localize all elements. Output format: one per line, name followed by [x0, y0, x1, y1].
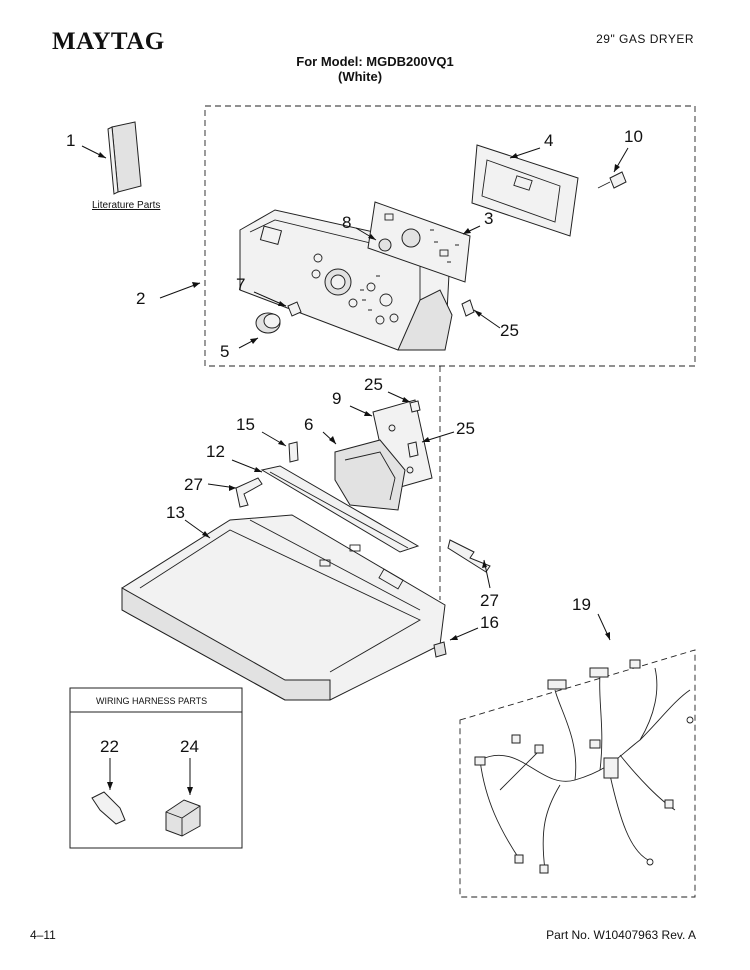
callout-10: 10 — [624, 127, 643, 146]
brand-logo: MAYTAG — [52, 28, 165, 55]
callout-25-upper: 25 — [364, 375, 383, 394]
callout-3: 3 — [484, 209, 493, 228]
callout-25-lower: 25 — [456, 419, 475, 438]
model-color: (White) — [338, 69, 383, 84]
callout-16: 16 — [480, 613, 499, 632]
screw-15 — [288, 441, 299, 463]
screw-10 — [597, 171, 627, 189]
screw-25-console — [461, 299, 475, 317]
callout-5: 5 — [220, 342, 229, 361]
control-board — [367, 201, 471, 283]
pad-27-right — [447, 539, 491, 573]
product-title: 29" GAS DRYER — [596, 32, 694, 46]
callout-7: 7 — [236, 275, 245, 294]
wiring-box-title: WIRING HARNESS PARTS — [96, 696, 207, 706]
console-group-boundary — [204, 105, 696, 367]
literature-parts-label: Literature Parts — [92, 200, 160, 211]
wiring-group-boundary — [459, 649, 696, 898]
screw-25-lower — [407, 441, 419, 458]
callout-arrows — [81, 145, 629, 795]
callout-12: 12 — [206, 442, 225, 461]
callout-27-left: 27 — [184, 475, 203, 494]
part-number: Part No. W10407963 Rev. A — [546, 928, 696, 942]
callout-2: 2 — [136, 289, 145, 308]
callout-27-right: 27 — [480, 591, 499, 610]
knob-5 — [255, 312, 281, 334]
callout-25-console: 25 — [500, 321, 519, 340]
callout-24: 24 — [180, 737, 199, 756]
callout-4: 4 — [544, 131, 553, 150]
model-number: For Model: MGDB200VQ1 — [296, 54, 454, 69]
callout-19: 19 — [572, 595, 591, 614]
connector-24 — [165, 799, 201, 837]
pad-27-left — [235, 477, 263, 508]
callout-15: 15 — [236, 415, 255, 434]
literature-booklet — [107, 121, 142, 195]
foot-16 — [433, 641, 447, 658]
callout-9: 9 — [332, 389, 341, 408]
hinge-strip-12 — [260, 465, 420, 553]
control-bracket — [471, 144, 579, 237]
module-6 — [334, 439, 406, 511]
page-number: 4–11 — [30, 928, 56, 942]
top-panel-13 — [121, 514, 446, 701]
callout-8: 8 — [342, 213, 351, 232]
callout-6: 6 — [304, 415, 313, 434]
knob-insert-7 — [287, 301, 302, 317]
callout-22: 22 — [100, 737, 119, 756]
wiring-parts-box — [69, 687, 243, 849]
callout-1: 1 — [66, 131, 75, 150]
knob-8 — [378, 238, 392, 252]
terminal-22 — [91, 791, 126, 825]
screw-25-upper — [409, 400, 421, 413]
callout-13: 13 — [166, 503, 185, 522]
wiring-harness-19 — [474, 659, 694, 874]
